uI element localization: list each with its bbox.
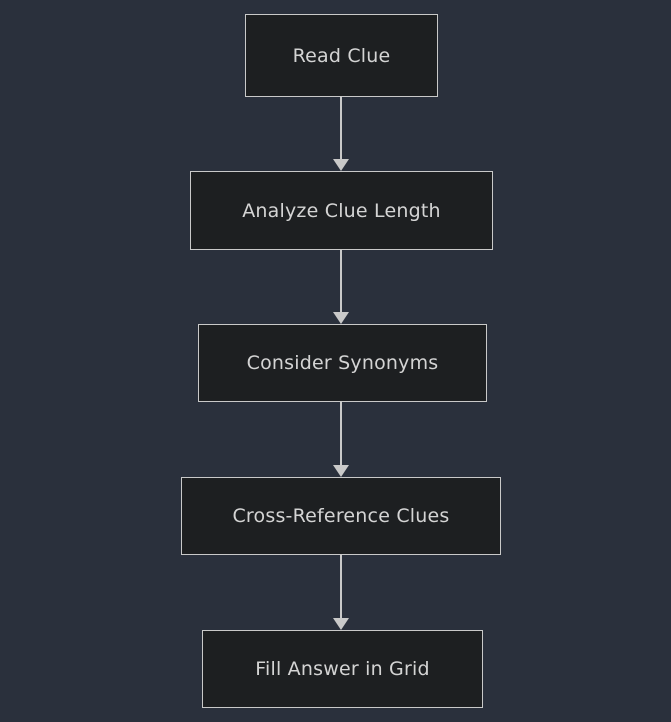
edge-crossref-to-fill: [340, 555, 342, 618]
node-fill-answer-in-grid: Fill Answer in Grid: [202, 630, 483, 708]
edge-analyze-to-synonyms: [340, 250, 342, 312]
node-label: Cross-Reference Clues: [232, 505, 450, 527]
node-consider-synonyms: Consider Synonyms: [198, 324, 487, 402]
arrowhead-icon: [333, 312, 349, 324]
node-analyze-clue-length: Analyze Clue Length: [190, 171, 493, 250]
edge-synonyms-to-crossref: [340, 402, 342, 465]
node-label: Read Clue: [292, 44, 391, 67]
edge-read-clue-to-analyze: [340, 97, 342, 159]
arrowhead-icon: [333, 159, 349, 171]
node-label: Analyze Clue Length: [242, 199, 441, 222]
node-read-clue: Read Clue: [245, 14, 438, 97]
node-label: Consider Synonyms: [246, 352, 439, 374]
node-cross-reference-clues: Cross-Reference Clues: [181, 477, 501, 555]
node-label: Fill Answer in Grid: [255, 658, 430, 680]
arrowhead-icon: [333, 618, 349, 630]
arrowhead-icon: [333, 465, 349, 477]
